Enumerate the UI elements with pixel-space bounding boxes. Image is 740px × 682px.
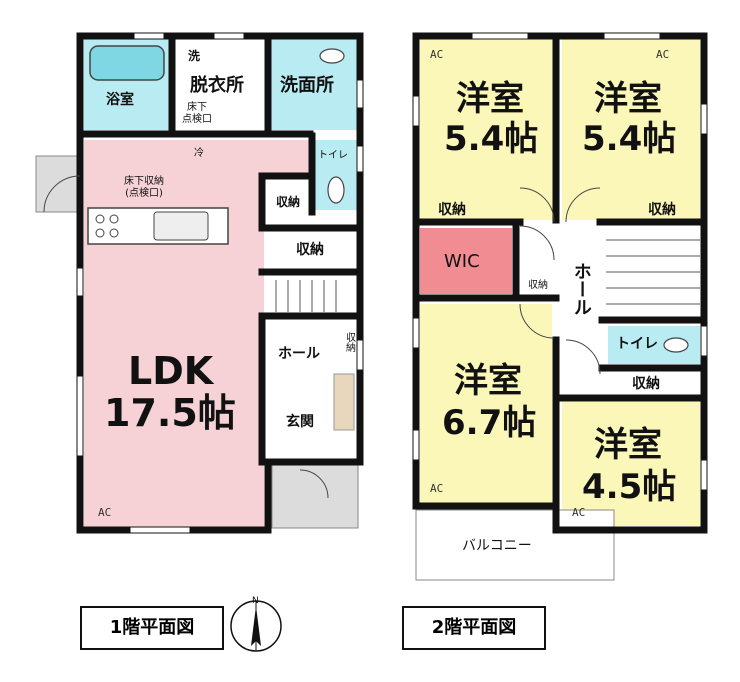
storage-ne-label: 収納	[648, 202, 676, 218]
room-ne-name-label: 洋室	[594, 79, 662, 119]
ac-ne-label: AC	[656, 48, 670, 61]
underfloor-inspect-label: 床下 点検口	[182, 102, 212, 125]
room-sw-name-label: 洋室	[454, 361, 522, 401]
room-sw-size-label: 6.7帖	[442, 403, 537, 443]
hall-2f-label: ホール	[570, 262, 592, 316]
floor1-caption: 1階平面図	[80, 606, 224, 650]
bathtub	[89, 45, 165, 81]
storage-nw-label: 収納	[438, 202, 466, 218]
north-compass	[230, 600, 282, 652]
room-ne-size-label: 5.4帖	[582, 119, 677, 159]
storage-area-1	[264, 178, 308, 224]
ac-se-label: AC	[572, 506, 586, 519]
wic-room	[420, 228, 512, 294]
storage-1f-a-label: 収納	[276, 195, 301, 209]
floor2-plan	[412, 32, 708, 581]
washroom-label: 洗面所	[280, 75, 334, 96]
ac-1f-label: AC	[98, 506, 112, 519]
room-sw	[420, 304, 552, 504]
washer-label: 洗	[188, 49, 201, 63]
hall-1f	[270, 320, 340, 450]
storage-small-label: 収納	[528, 280, 548, 291]
room-se	[562, 402, 700, 526]
stairs-1f	[264, 276, 356, 316]
ldk-size-label: 17.5帖	[104, 391, 236, 435]
room-nw-size-label: 5.4帖	[444, 119, 539, 159]
shoe-cabinet	[333, 373, 355, 431]
bath-label: 浴室	[106, 92, 134, 108]
room-se-size-label: 4.5帖	[582, 467, 677, 507]
ac-sw-label: AC	[430, 482, 444, 495]
ldk-name-label: LDK	[128, 349, 214, 393]
toilet-1f-label: トイレ	[318, 150, 348, 161]
balcony-area	[415, 509, 615, 581]
dressing-label: 脱衣所	[190, 75, 244, 96]
entrance-label: 玄関	[286, 414, 314, 430]
room-ne	[562, 38, 700, 220]
wic-label: WIC	[444, 251, 480, 272]
storage-e-label: 収納	[632, 376, 660, 392]
storage-1f-c-label: 収納	[343, 332, 355, 352]
entrance-porch	[271, 461, 359, 529]
sink	[153, 211, 209, 241]
floor1-plan	[35, 32, 364, 534]
ref-label: 冷	[194, 148, 204, 159]
balcony-label: バルコニー	[462, 538, 532, 554]
storage-area-2	[264, 230, 356, 270]
ac-nw-label: AC	[430, 48, 444, 61]
floor2-caption: 2階平面図	[402, 606, 546, 650]
room-nw-name-label: 洋室	[456, 79, 524, 119]
room-se-name-label: 洋室	[594, 425, 662, 465]
hall-1f-label: ホール	[278, 346, 320, 362]
dressing-room	[176, 38, 264, 130]
storage-1f-b-label: 収納	[296, 242, 324, 258]
toilet-2f-label: トイレ	[616, 336, 658, 352]
underfloor-storage-label: 床下収納 (点検口)	[124, 176, 164, 199]
north-label: N	[252, 596, 259, 606]
